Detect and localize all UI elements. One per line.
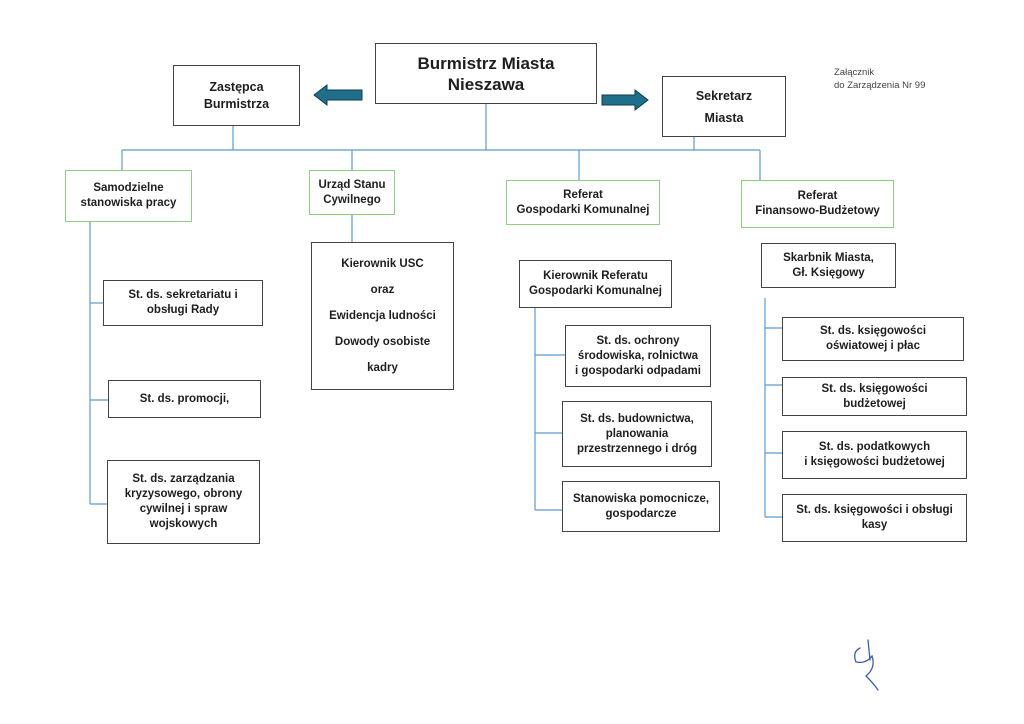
post-auxiliary: Stanowiska pomocnicze, gospodarcze [562, 481, 720, 532]
post-environment: St. ds. ochrony środowiska, rolnictwa i … [565, 325, 711, 387]
post-promotion: St. ds. promocji, [108, 380, 261, 418]
deputy-mayor-box: Zastępca Burmistrza [173, 65, 300, 126]
left-arrow-icon [313, 83, 363, 107]
treasurer-box: Skarbnik Miasta, Gł. Księgowy [761, 243, 896, 288]
right-arrow-icon [601, 88, 649, 112]
signature-mark [854, 639, 879, 691]
communal-head-box: Kierownik Referatu Gospodarki Komunalnej [519, 260, 672, 308]
post-crisis-management: St. ds. zarządzania kryzysowego, obrony … [107, 460, 260, 544]
post-tax: St. ds. podatkowych i księgowości budżet… [782, 431, 967, 479]
department-civil-registry: Urząd Stanu Cywilnego [309, 170, 395, 215]
mayor-box: Burmistrz Miasta Nieszawa [375, 43, 597, 104]
post-secretariat: St. ds. sekretariatu i obsługi Rady [103, 280, 263, 326]
annex-note: Załącznik do Zarządzenia Nr 99 [834, 67, 926, 91]
post-education-accounting: St. ds. księgowości oświatowej i płac [782, 317, 964, 361]
post-construction: St. ds. budownictwa, planowania przestrz… [562, 401, 712, 467]
department-independent-posts: Samodzielne stanowiska pracy [65, 170, 192, 222]
usc-manager-box: Kierownik USC oraz Ewidencja ludności Do… [311, 242, 454, 390]
post-cash-accounting: St. ds. księgowości i obsługi kasy [782, 494, 967, 542]
post-budget-accounting: St. ds. księgowości budżetowej [782, 377, 967, 416]
secretary-box: Sekretarz Miasta [662, 76, 786, 137]
department-finance-budget: Referat Finansowo-Budżetowy [741, 180, 894, 228]
department-communal-economy: Referat Gospodarki Komunalnej [506, 180, 660, 225]
